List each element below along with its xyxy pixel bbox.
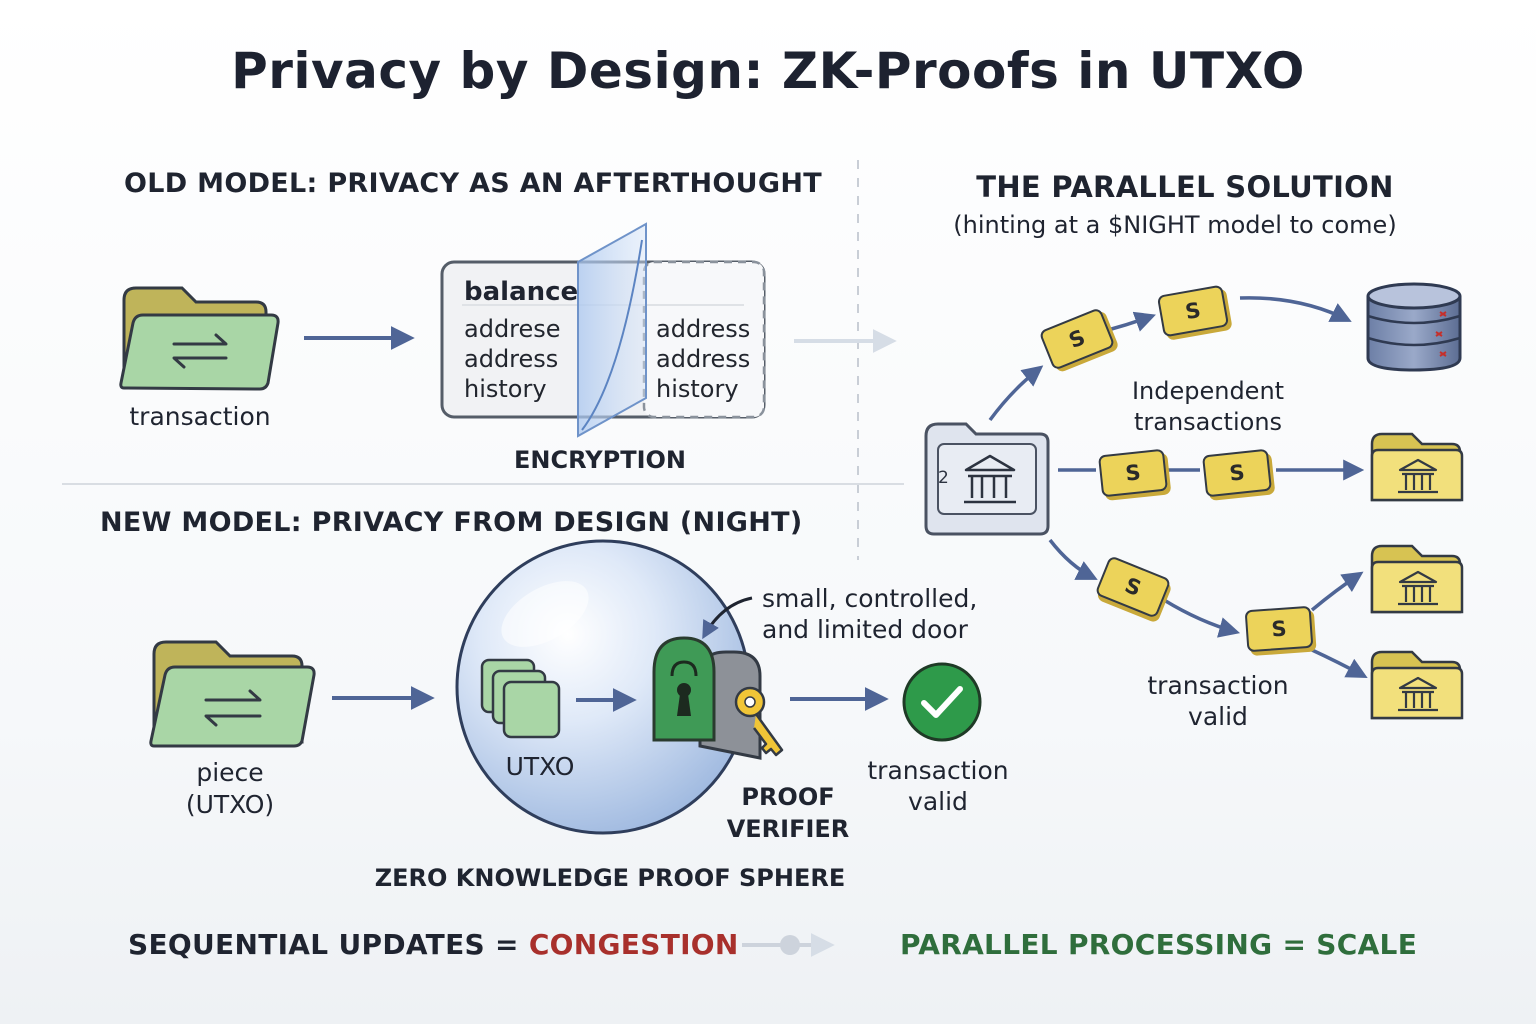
sphere-label: ZERO KNOWLEDGE PROOF SPHERE	[374, 864, 846, 892]
new-valid-line1: transaction	[867, 756, 1009, 785]
proof-verifier-line1: PROOF	[741, 783, 835, 811]
database-icon	[1366, 282, 1462, 372]
coin-icon: S	[1244, 605, 1314, 653]
parallel-valid-line2: valid	[1188, 702, 1248, 731]
record-right-line-3: history	[656, 375, 739, 403]
old-transaction-folder-icon	[119, 286, 280, 391]
door-note-line1: small, controlled,	[762, 584, 978, 613]
record-right-line-2: address	[656, 345, 751, 373]
branch-arrow-top-1	[988, 365, 1044, 422]
branch-arrow-bot-2	[1163, 598, 1241, 638]
piece-label-line2: (UTXO)	[185, 790, 275, 819]
bank-folder-icon-3	[1370, 650, 1464, 720]
proof-verifier-icon	[652, 636, 784, 760]
door-note-line2: and limited door	[762, 615, 968, 644]
coin-symbol: S	[1124, 460, 1142, 486]
parallel-subheading: (hinting at a $NIGHT model to come)	[953, 211, 1397, 239]
record-card-header: balance	[464, 277, 579, 307]
old-transaction-label: transaction	[129, 402, 271, 431]
footer-sequential: SEQUENTIAL UPDATES = CONGESTION	[128, 928, 739, 961]
footer-congestion: CONGESTION	[528, 928, 739, 961]
record-left-line-2: address	[464, 345, 559, 373]
door-note-arrow	[702, 596, 753, 640]
coin-icon: S	[1201, 448, 1273, 498]
new-model-heading: NEW MODEL: PRIVACY FROM DESIGN (NIGHT)	[100, 507, 803, 538]
branch-arrow-bot-1	[1048, 538, 1098, 580]
coin-symbol: S	[1270, 616, 1288, 642]
page-title: Privacy by Design: ZK-Proofs in UTXO	[231, 42, 1305, 100]
coin-symbol: S	[1065, 325, 1089, 353]
footer-sequential-text: SEQUENTIAL UPDATES =	[128, 928, 529, 961]
utxo-label: UTXO	[505, 752, 575, 781]
old-model-heading: OLD MODEL: PRIVACY AS AN AFTERTHOUGHT	[124, 168, 822, 199]
coin-icon: S	[1097, 448, 1169, 498]
record-right-line-1: address	[656, 315, 751, 343]
coin-symbol: S	[1228, 460, 1246, 486]
branch-arrow-top-3	[1239, 296, 1352, 322]
check-icon	[902, 662, 982, 742]
footer-parallel: PARALLEL PROCESSING = SCALE	[900, 928, 1418, 961]
piece-label-line1: piece	[196, 758, 264, 787]
source-number: 2	[938, 468, 949, 488]
bank-folder-icon-2	[1370, 544, 1464, 614]
branch-arrow-bot-4	[1311, 648, 1368, 678]
record-left-line-1: addrese	[464, 315, 561, 343]
encryption-label: ENCRYPTION	[513, 446, 687, 474]
coin-symbol: S	[1183, 297, 1203, 325]
independent-line2: transactions	[1133, 408, 1283, 436]
branch-arrow-bot-3	[1310, 571, 1364, 612]
source-bank-folder-icon	[924, 422, 1050, 536]
coin-symbol: S	[1121, 573, 1145, 601]
record-left-line-3: history	[464, 375, 547, 403]
branch-arrow-top-2	[1107, 311, 1156, 332]
utxo-piece-folder-icon	[149, 640, 316, 748]
utxo-stack-icon	[480, 658, 561, 739]
parallel-valid-line1: transaction	[1147, 671, 1289, 700]
encryption-glass-pane	[577, 222, 647, 438]
proof-verifier-line2: VERIFIER	[726, 815, 850, 843]
new-valid-line2: valid	[908, 787, 968, 816]
parallel-heading: THE PARALLEL SOLUTION	[976, 170, 1394, 204]
independent-line1: Independent	[1131, 377, 1285, 405]
